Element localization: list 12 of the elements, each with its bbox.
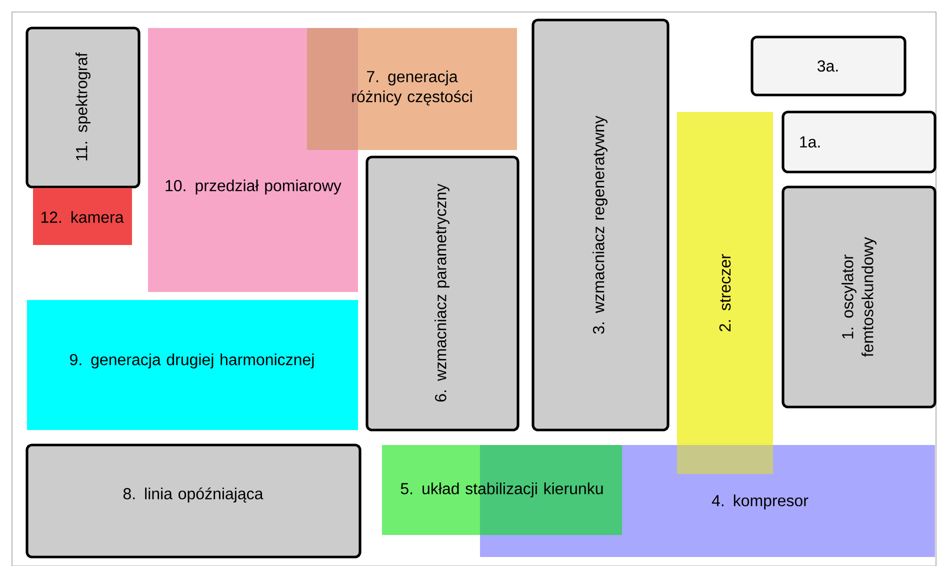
delay-line-box: 8. linia opóźniająca xyxy=(26,444,362,558)
amplifier-box: 6. wzmacniacz parametryczny xyxy=(366,156,520,432)
amplifier-box: 3. wzmacniacz regeneratywny xyxy=(532,18,670,432)
stretcher-area: 2. streczer xyxy=(677,112,773,474)
stabilisation-area: 5. układ stabilizacji kierunku xyxy=(382,445,622,535)
module-box: 3a. xyxy=(750,36,906,96)
module-box: 1a. xyxy=(782,110,936,174)
generation-area: 9. generacja drugiej harmonicznej xyxy=(27,300,358,430)
spectrograph-box: 11. spektrograf xyxy=(26,26,140,188)
oscillator-box: 1. oscylator femtosekundowy xyxy=(782,186,936,408)
camera-box: 12. kamera xyxy=(33,188,132,245)
generation-area: 7. generacja różnicy częstości xyxy=(307,28,517,150)
